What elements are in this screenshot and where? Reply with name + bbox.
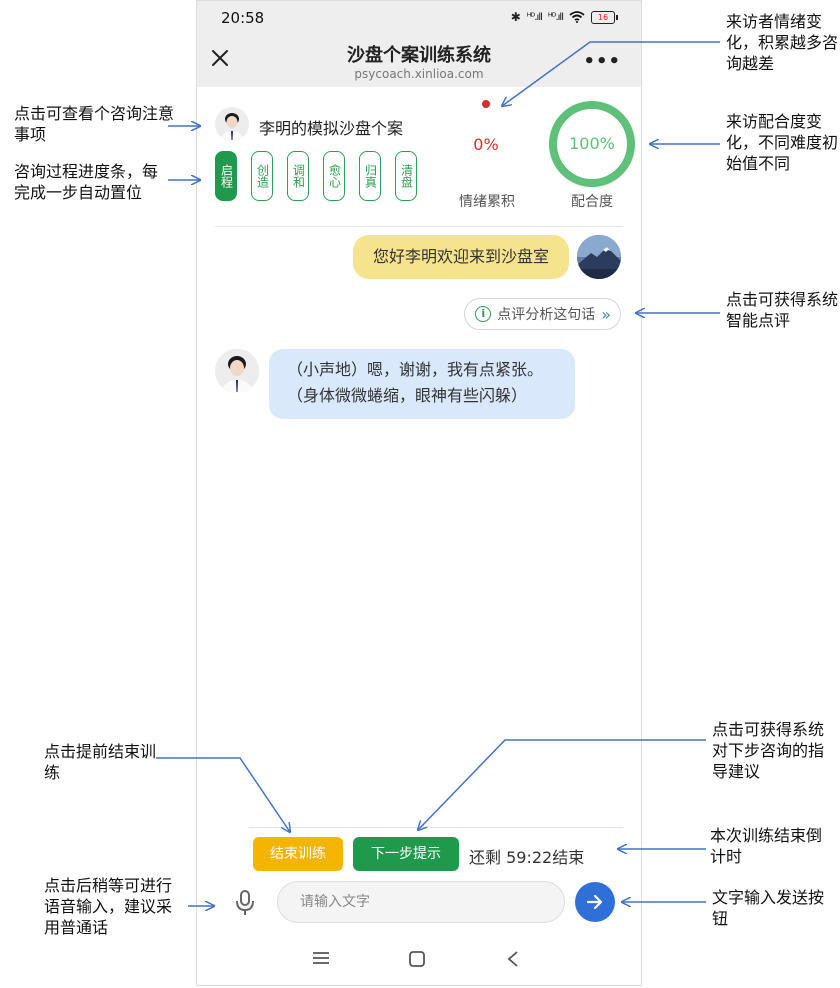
more-icon[interactable]: •••	[583, 51, 621, 72]
arrow-right-icon	[586, 894, 603, 910]
app-title: 沙盘个案训练系统	[347, 45, 491, 66]
next-step-hint-button[interactable]: 下一步提示	[353, 837, 459, 871]
annotation-progress: 咨询过程进度条，每完成一步自动置位	[14, 164, 159, 202]
system-nav-bar	[197, 935, 641, 985]
client-portrait-icon	[215, 107, 249, 141]
annotation-hint: 点击可获得系统对下步咨询的指导建议	[712, 722, 825, 781]
back-chevron-icon[interactable]	[507, 951, 519, 967]
progress-step-4: 愈心	[323, 151, 345, 201]
close-icon[interactable]	[211, 49, 229, 67]
progress-step-3: 调和	[287, 151, 309, 201]
status-icons: ✱ ᴴᴰ.ıll ᴴᴰ.ıll 16	[510, 10, 618, 24]
progress-steps: 启程创造调和愈心归真清盘	[215, 151, 417, 201]
client-message-bubble: （小声地）嗯，谢谢，我有点紧张。（身体微微蜷缩，眼神有些闪躲）	[269, 349, 575, 419]
signal-icon-2: ᴴᴰ.ıll	[547, 11, 564, 23]
progress-step-1: 启程	[215, 151, 237, 201]
menu-icon[interactable]	[313, 951, 329, 965]
status-time: 20:58	[221, 9, 265, 27]
phone-screen: 20:58 ✱ ᴴᴰ.ıll ᴴᴰ.ıll 16 沙盘个案训练系统 psycoa…	[196, 0, 642, 986]
send-button[interactable]	[575, 882, 615, 922]
battery-icon: 16	[591, 10, 618, 24]
annotation-timer: 本次训练结束倒计时	[710, 828, 823, 866]
status-bar: 20:58 ✱ ᴴᴰ.ıll ᴴᴰ.ıll 16	[197, 1, 641, 35]
bottom-divider	[249, 827, 623, 828]
emotion-label: 情绪累积	[459, 194, 515, 210]
microphone-icon[interactable]	[233, 889, 257, 917]
message-input[interactable]	[277, 881, 565, 923]
progress-step-5: 归真	[359, 151, 381, 201]
info-icon: i	[475, 306, 492, 322]
annotation-case: 点击可查看个咨询注意事项	[14, 106, 175, 144]
signal-icon: ᴴᴰ.ıll	[526, 11, 543, 23]
countdown-timer: 还剩 59:22结束	[469, 848, 585, 867]
cooperation-label: 配合度	[571, 194, 613, 210]
progress-step-2: 创造	[251, 151, 273, 201]
home-square-icon[interactable]	[409, 951, 425, 967]
bluetooth-icon: ✱	[510, 10, 521, 24]
cooperation-value: 100%	[569, 134, 615, 153]
counselor-message-bubble: 您好李明欢迎来到沙盘室	[352, 235, 569, 279]
annotation-send: 文字输入发送按钮	[712, 890, 825, 928]
client-avatar[interactable]	[215, 107, 249, 141]
emotion-indicator-dot	[482, 100, 490, 108]
client-case-title[interactable]: 李明的模拟沙盘个案	[259, 119, 404, 138]
progress-step-6: 清盘	[395, 151, 417, 201]
annotation-emotion: 来访者情绪变化，积累越多咨询越差	[726, 14, 839, 73]
double-chevron-right-icon: ››	[601, 304, 611, 324]
client-message-avatar	[215, 349, 259, 393]
mountain-landscape-icon	[577, 235, 621, 279]
header-divider	[215, 226, 623, 227]
annotation-voice: 点击后稍等可进行语音输入，建议采用普通话	[44, 878, 173, 937]
review-button-label: 点评分析这句话	[497, 307, 596, 323]
client-portrait-icon	[215, 349, 259, 393]
annotation-cooperation: 来访配合度变化，不同难度初始值不同	[726, 114, 839, 173]
end-training-button[interactable]: 结束训练	[253, 837, 343, 871]
app-url: psycoach.xinlioa.com	[354, 67, 484, 81]
review-sentence-button[interactable]: i 点评分析这句话 ››	[464, 298, 621, 330]
emotion-value: 0%	[473, 135, 499, 154]
wifi-icon	[569, 11, 585, 23]
annotation-end: 点击提前结束训练	[44, 744, 157, 782]
annotation-review: 点击可获得系统智能点评	[726, 292, 839, 330]
counselor-avatar	[577, 235, 621, 279]
title-bar: 沙盘个案训练系统 psycoach.xinlioa.com •••	[197, 35, 641, 87]
